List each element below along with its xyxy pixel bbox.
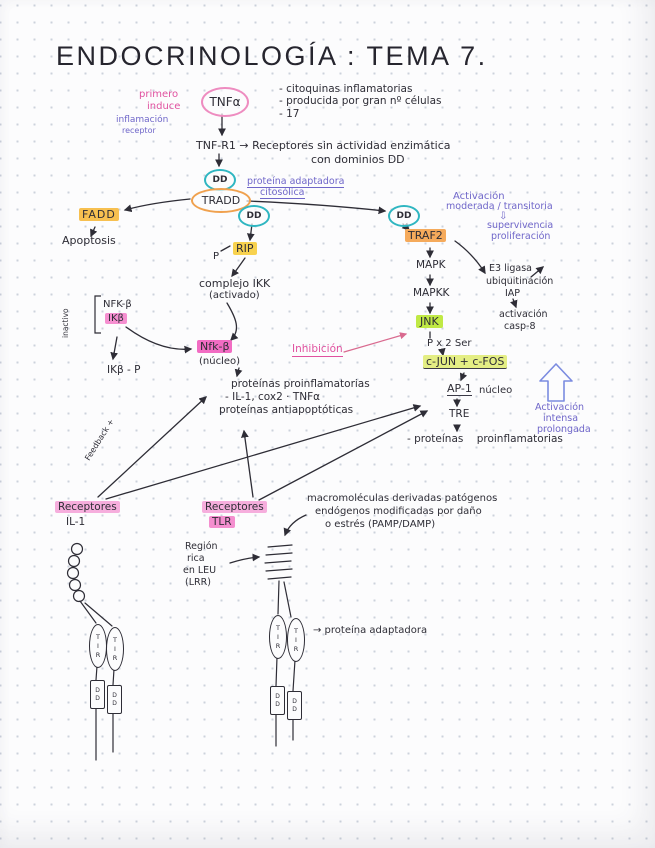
dd-domain-node-3: DD: [388, 205, 420, 227]
tir-domain-il1r-2: TIR: [106, 627, 124, 671]
rip-node: RIP: [233, 242, 257, 255]
intense-activation-line3: prolongada: [537, 424, 591, 435]
tir-domain-tlr-2: TIR: [287, 618, 305, 662]
tnfa-bullet-1: - citoquinas inflamatorias: [279, 83, 413, 95]
jnk-node: JNK: [416, 315, 443, 328]
il1-receptors-label: Receptores: [55, 501, 120, 513]
dd-box-il1r-1: DD: [90, 680, 105, 709]
il1-label: IL-1: [66, 516, 86, 528]
traf2-note-3: supervivencia: [487, 220, 554, 231]
mapk-label: MAPK: [416, 259, 446, 271]
lrr-line3: en LEU: [183, 565, 217, 576]
casp8-activation-line1: activación: [499, 309, 548, 320]
traf2-note-1: Activación: [453, 191, 505, 202]
nfkb-nucleus-label: (núcleo): [199, 356, 241, 367]
il1-receptor-drawing: [66, 542, 115, 761]
tnfa-note-purple-2: receptor: [122, 126, 156, 135]
tlr-label: TLR: [209, 516, 235, 528]
ubiquitination-label: ubiquitinación: [486, 276, 554, 287]
tnfa-note-pink-2: induce: [147, 101, 181, 112]
dd-box-il1r-2: DD: [107, 685, 122, 714]
page-title: ENDOCRINOLOGÍA : TEMA 7.: [56, 41, 488, 71]
iap-label: IAP: [505, 288, 521, 299]
intense-activation-block-arrow: [539, 363, 573, 402]
down-arrow-glyph: ⇩: [499, 211, 508, 222]
nfkb-complex-line1: NFK-β: [103, 299, 132, 310]
intense-activation-line1: Activación: [535, 402, 585, 413]
tnfr1-line1: TNF-R1 → Receptores sin actividad enzimá…: [196, 139, 451, 152]
traf2-note-2: moderada / transitoria: [446, 201, 553, 212]
inactive-complex-bracket: [94, 295, 101, 334]
inhibition-label: Inhibición: [292, 343, 343, 357]
tradd-note-1: proteína adaptadora: [247, 176, 345, 189]
macromolecules-line1: macromoléculas derivadas patógenos: [307, 493, 498, 504]
casp8-activation-line2: casp-8: [504, 321, 536, 332]
ikb-phospho-label: IKβ - P: [107, 364, 141, 376]
tnfa-bullet-3: - 17: [279, 108, 300, 120]
tir-domain-il1r-1: TIR: [89, 624, 107, 668]
proteins-line2: - IL-1, cox2 · TNFα: [225, 391, 321, 403]
cjun-cfos-node: c-JUN + c-FOS: [423, 355, 508, 369]
nfkb-node: Nfk-β: [197, 340, 233, 353]
tradd-note-2: citosólica: [260, 187, 305, 200]
proteins-line3: proteínas antiapoptóticas: [219, 404, 354, 416]
tnfa-bullet-2: - producida por gran nº células: [279, 95, 442, 107]
tnfa-node: TNFα: [201, 87, 249, 117]
tir-domain-tlr-1: TIR: [269, 615, 287, 659]
dd-domain-node-2: DD: [238, 205, 270, 227]
lrr-line4: (LRR): [185, 577, 211, 588]
apoptosis-label: Apoptosis: [62, 234, 116, 247]
traf2-node: TRAF2: [405, 229, 446, 242]
inactive-bracket-label: inactivo: [61, 308, 70, 338]
tnfa-note-pink-1: primero: [139, 89, 179, 100]
macromolecules-line3: o estrés (PAMP/DAMP): [325, 519, 436, 530]
dd-domain-node-1: DD: [204, 169, 236, 191]
fadd-node: FADD: [79, 208, 119, 221]
adaptor-protein-label: → proteína adaptadora: [313, 625, 428, 636]
e3-ligase-label: E3 ligasa: [489, 263, 532, 274]
ikk-complex-line2: (activado): [209, 290, 260, 301]
tnfr1-line2: con dominios DD: [311, 153, 405, 166]
jnk-phospho-label: P x 2 Ser: [427, 338, 472, 349]
tlr-receptor-drawing: [264, 544, 296, 747]
rip-phospho-label: P: [213, 251, 220, 262]
ikb-label: IKβ: [105, 313, 127, 324]
tnfa-note-purple-1: inflamación: [116, 115, 169, 125]
proteins-line1: proteínas proinflamatorias: [231, 378, 370, 390]
ikk-complex-line1: complejo IKK: [199, 277, 271, 290]
ap1-result-label: - proteínas proinflamatorias: [407, 433, 563, 445]
inhibition-arrow: [343, 332, 408, 353]
traf2-note-4: proliferación: [491, 231, 551, 242]
ap1-node: AP-1: [447, 382, 472, 397]
intense-activation-line2: intensa: [543, 413, 579, 424]
lrr-line1: Región: [185, 541, 218, 552]
macromolecules-line2: endógenos modificadas por daño: [315, 506, 482, 517]
ap1-nucleus-label: núcleo: [479, 385, 513, 396]
tlr-receptors-label: Receptores: [202, 501, 267, 513]
lrr-line2: rica: [187, 553, 205, 564]
mapkk-label: MAPKK: [413, 287, 450, 299]
dd-box-tlr-1: DD: [270, 686, 285, 715]
tre-label: TRE: [449, 408, 470, 420]
dd-box-tlr-2: DD: [287, 691, 302, 720]
